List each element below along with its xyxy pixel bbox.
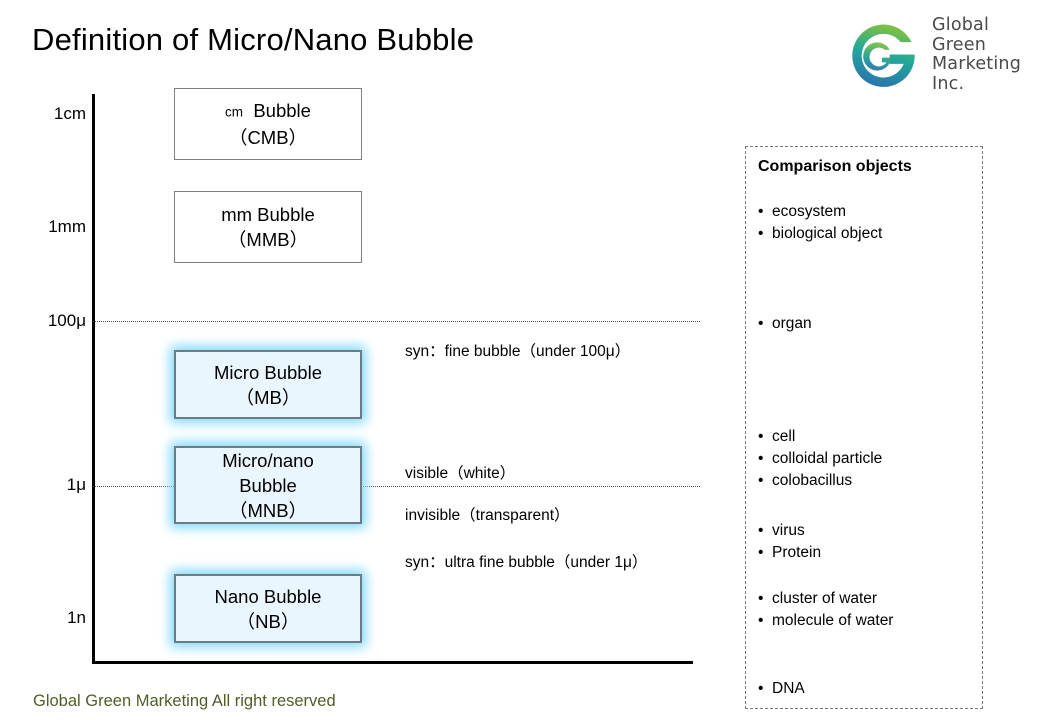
logo-g-mark	[852, 24, 915, 87]
micro-bubble-box[interactable]: Micro Bubble （MB）	[174, 350, 362, 419]
annotation-fine-bubble: syn：fine bubble（under 100μ）	[405, 343, 631, 360]
logo-line-1: Global	[932, 15, 990, 35]
axis-label-1: 1mm	[48, 217, 86, 236]
axis-label-3: 1μ	[66, 475, 86, 494]
bullet-icon: •	[758, 450, 764, 467]
nano-bubble-box-label-primary: Nano Bubble	[215, 584, 322, 609]
comparison-item-colloidal-particle-label: colloidal particle	[772, 450, 883, 467]
comparison-item-ecosystem: • ecosystem	[758, 203, 846, 221]
comparison-item-ecosystem-label: ecosystem	[772, 203, 847, 220]
annotation-visible: visible（white）	[405, 465, 516, 482]
bullet-icon: •	[758, 472, 764, 489]
comparison-item-cluster-of-water: • cluster of water	[758, 590, 877, 608]
bullet-icon: •	[758, 522, 764, 539]
axis-label-4: 1n	[67, 608, 86, 627]
page-title: Definition of Micro/Nano Bubble	[32, 22, 475, 57]
comparison-item-molecule-of-water-label: molecule of water	[772, 612, 894, 629]
cm-bubble-box-name-label: Bubble	[253, 100, 311, 122]
comparison-item-colobacillus-label: colobacillus	[772, 472, 853, 489]
x-axis-line	[92, 661, 693, 664]
bullet-icon: •	[758, 612, 764, 629]
annotation-invisible: invisible（transparent）	[405, 507, 570, 524]
comparison-item-biological-object-label: biological object	[772, 225, 883, 242]
micro-bubble-box-abbreviation: （MB）	[235, 386, 301, 408]
logo-line-2: Green	[932, 34, 986, 55]
annotation-ultra-fine-bubble: syn：ultra fine bubble（under 1μ）	[405, 554, 648, 571]
cm-bubble-box-abbreviation: （CMB）	[228, 126, 308, 148]
micro-nano-bubble-box-label-secondary: Bubble	[239, 474, 297, 496]
bullet-icon: •	[758, 544, 764, 561]
comparison-item-cell-label: cell	[772, 428, 796, 445]
mm-bubble-box-label-primary: mm Bubble	[221, 202, 315, 227]
comparison-item-protein-label: Protein	[772, 544, 822, 561]
comparison-objects-panel: Comparison objects • ecosystem • biological…	[745, 146, 983, 709]
cm-bubble-box-unit-label: cm	[225, 104, 244, 120]
gridline-1u	[93, 486, 700, 487]
comparison-item-dna: • DNA	[758, 680, 805, 698]
comparison-item-protein: • Protein	[758, 544, 821, 562]
comparison-item-cell: • cell	[758, 428, 795, 446]
bullet-icon: •	[758, 225, 764, 242]
micro-bubble-box-label-primary: Micro Bubble	[214, 360, 322, 385]
bullet-icon: •	[758, 315, 764, 332]
comparison-item-cluster-of-water-label: cluster of water	[772, 590, 878, 607]
nano-bubble-box[interactable]: Nano Bubble （NB）	[174, 574, 362, 643]
comparison-item-dna-label: DNA	[772, 680, 805, 697]
comparison-item-virus-label: virus	[772, 522, 805, 539]
mm-bubble-box[interactable]: mm Bubble （MMB）	[174, 191, 362, 263]
comparison-item-molecule-of-water: • molecule of water	[758, 612, 893, 630]
global-green-marketing-logo: Global Green Marketing Inc.	[846, 10, 1032, 106]
bullet-icon: •	[758, 428, 764, 445]
cm-bubble-box-label-primary: cm Bubble	[225, 98, 311, 125]
logo-line-3: Marketing	[932, 54, 1022, 74]
comparison-item-virus: • virus	[758, 522, 805, 540]
nano-bubble-box-abbreviation: （NB）	[236, 610, 300, 632]
comparison-item-organ: • organ	[758, 315, 812, 333]
mm-bubble-box-name-label: mm Bubble	[221, 204, 315, 225]
micro-nano-bubble-box-abbreviation: （MNB）	[228, 499, 308, 521]
gridline-100u	[93, 321, 700, 322]
bullet-icon: •	[758, 590, 764, 607]
comparison-item-colobacillus: • colobacillus	[758, 472, 852, 490]
bullet-icon: •	[758, 203, 764, 220]
comparison-item-biological-object: • biological object	[758, 225, 882, 243]
comparison-panel-title: Comparison objects	[758, 158, 912, 175]
mm-bubble-box-abbreviation: （MMB）	[227, 229, 309, 250]
axis-label-0: 1cm	[53, 104, 86, 123]
nano-bubble-box-name-label: Nano Bubble	[214, 585, 322, 607]
y-axis-line	[92, 94, 95, 664]
axis-label-2: 100μ	[47, 311, 86, 330]
micro-nano-bubble-box-name-label: Micro/nano	[222, 449, 314, 471]
logo-line-4: Inc.	[932, 73, 965, 94]
comparison-item-colloidal-particle: • colloidal particle	[758, 450, 882, 468]
footer-copyright: Global Green Marketing All right reserve…	[33, 692, 336, 710]
micro-bubble-box-name-label: Micro Bubble	[214, 361, 322, 383]
micro-nano-bubble-box-label-primary: Micro/nano	[222, 448, 314, 473]
comparison-item-organ-label: organ	[772, 315, 812, 332]
logo-wordmark: Global Green Marketing Inc.	[932, 15, 1022, 94]
bullet-icon: •	[758, 680, 764, 697]
cm-bubble-box[interactable]: cm Bubble（CMB）	[174, 88, 362, 160]
